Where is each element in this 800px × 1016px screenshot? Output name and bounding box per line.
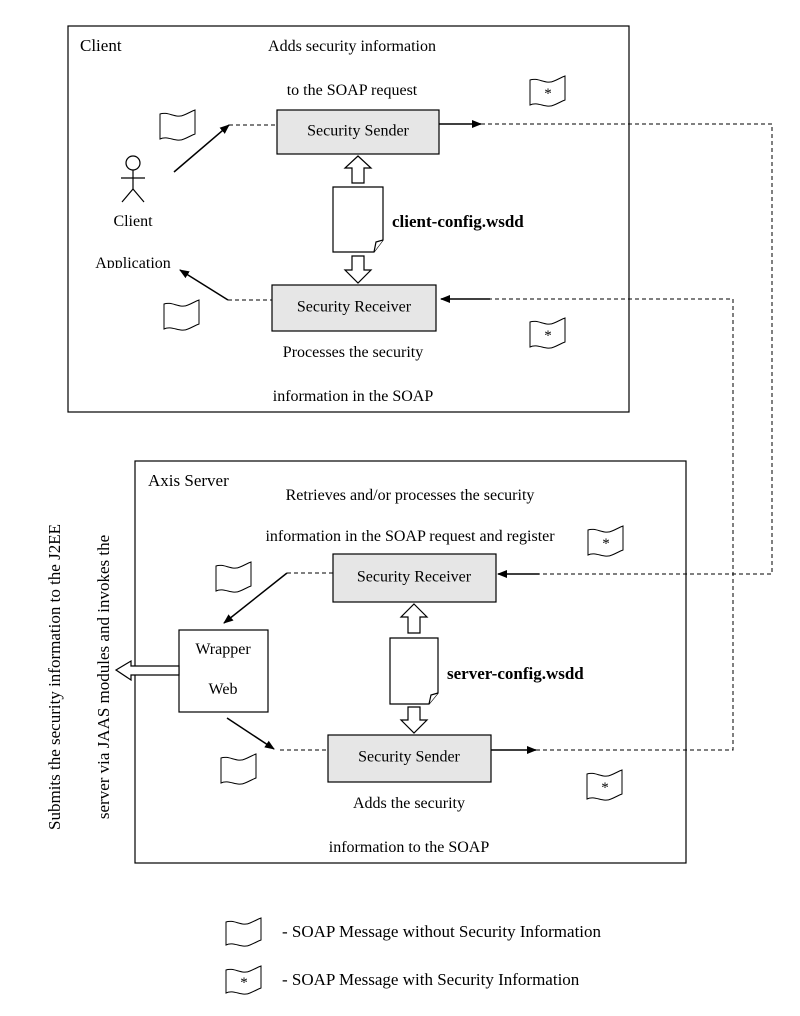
server-security-sender-label: Security Sender xyxy=(358,749,460,766)
legend-secure-message-icon xyxy=(225,965,262,995)
side-text-line1: Submits the security information to the … xyxy=(45,524,64,830)
client-actor-icon xyxy=(121,155,145,203)
client-adds-text-line1: Adds security information xyxy=(268,38,436,55)
server-config-file-label: server-config.wsdd xyxy=(447,664,584,683)
wrapper-web-label-line2: Web xyxy=(209,681,238,698)
client-secure-mark-top: * xyxy=(544,86,552,102)
server-security-receiver xyxy=(332,553,497,603)
server-security-sender xyxy=(327,734,492,783)
client-security-receiver-label: Security Receiver xyxy=(297,299,412,316)
legend-secure-label: - SOAP Message with Security Information xyxy=(282,970,580,989)
server-secure-mark-top: * xyxy=(602,536,610,552)
wrapper-to-sender-arrow xyxy=(226,717,275,750)
server-to-client-connector xyxy=(490,298,734,751)
legend-plain-message-icon xyxy=(225,917,262,947)
wrapper-web-label-line1: Wrapper xyxy=(195,641,251,658)
side-text-line2: server via JAAS modules and invokes the xyxy=(94,535,113,819)
client-adds-text-line2: to the SOAP request xyxy=(287,82,418,99)
server-receiver-to-wrapper-arrow xyxy=(223,572,288,624)
server-config-up-arrow-icon xyxy=(399,603,429,634)
client-to-server-connector xyxy=(481,123,773,575)
server-secure-message-icon-bottom xyxy=(586,769,623,801)
client-secure-message-icon-top xyxy=(529,75,566,107)
client-panel-title: Client xyxy=(80,36,122,55)
server-adds-text-line2: information to the SOAP xyxy=(329,839,490,856)
client-config-file-label: client-config.wsdd xyxy=(392,212,524,231)
client-security-receiver xyxy=(271,284,437,332)
client-secure-mark-bottom: * xyxy=(544,328,552,344)
server-secure-mark-bottom: * xyxy=(601,780,609,796)
wrapper-left-arrow-icon xyxy=(114,659,180,682)
server-config-down-arrow-icon xyxy=(399,706,429,734)
legend-secure-mark: * xyxy=(240,975,248,991)
client-security-sender-label: Security Sender xyxy=(307,123,409,140)
server-secure-message-icon-top xyxy=(587,525,624,557)
client-processes-text-line1: Processes the security xyxy=(283,344,423,361)
server-plain-message-icon-bottom xyxy=(220,753,257,785)
wrapper-web-box xyxy=(178,629,269,713)
client-receiver-to-actor-arrow xyxy=(179,269,229,301)
client-actor-label-line1: Client xyxy=(113,213,153,230)
client-config-up-arrow-icon xyxy=(343,155,373,184)
client-config-down-arrow-icon xyxy=(343,255,373,284)
client-security-sender xyxy=(276,109,440,155)
server-config-document-icon xyxy=(389,637,439,705)
client-secure-message-icon-bottom xyxy=(529,317,566,349)
server-retrieves-text-line2: information in the SOAP request and regi… xyxy=(265,528,555,545)
client-plain-message-icon-top xyxy=(159,109,196,141)
server-security-receiver-label: Security Receiver xyxy=(357,569,472,586)
client-actor-label-line2: Application xyxy=(95,255,171,272)
client-plain-message-icon-bottom xyxy=(163,299,200,331)
server-panel-title: Axis Server xyxy=(148,471,229,490)
client-processes-text-line2: information in the SOAP xyxy=(273,388,434,405)
legend-plain-label: - SOAP Message without Security Informat… xyxy=(282,922,602,941)
server-adds-text-line1: Adds the security xyxy=(353,795,465,812)
server-retrieves-text-line1: Retrieves and/or processes the security xyxy=(286,487,535,504)
client-actor-to-sender-arrow xyxy=(173,124,230,173)
server-plain-message-icon-top xyxy=(215,561,252,593)
